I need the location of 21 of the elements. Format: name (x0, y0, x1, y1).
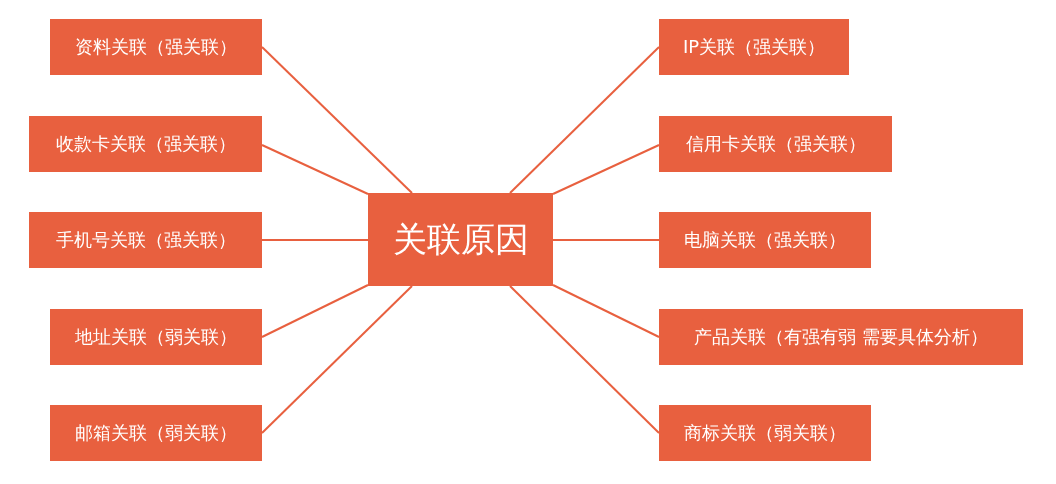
connector-line (509, 46, 660, 194)
topic-box: 邮箱关联（弱关联） (50, 405, 262, 461)
connector-line (552, 144, 660, 195)
topic-box: 收款卡关联（强关联） (29, 116, 262, 172)
connector-line (509, 285, 660, 434)
topic-box: 信用卡关联（强关联） (659, 116, 892, 172)
topic-box: 产品关联（有强有弱 需要具体分析） (659, 309, 1023, 365)
connector-line (261, 144, 369, 195)
connector-line (261, 46, 413, 194)
topic-box: 地址关联（弱关联） (50, 309, 262, 365)
topic-box: 电脑关联（强关联） (659, 212, 871, 268)
connector-line (261, 239, 369, 241)
connector-line (261, 284, 369, 338)
topic-box: 资料关联（强关联） (50, 19, 262, 75)
topic-box: 商标关联（弱关联） (659, 405, 871, 461)
central-topic-box: 关联原因 (368, 193, 553, 286)
connector-line (261, 285, 413, 434)
connector-line (552, 239, 660, 241)
topic-box: IP关联（强关联） (659, 19, 849, 75)
topic-box: 手机号关联（强关联） (29, 212, 262, 268)
connector-line (552, 284, 660, 338)
